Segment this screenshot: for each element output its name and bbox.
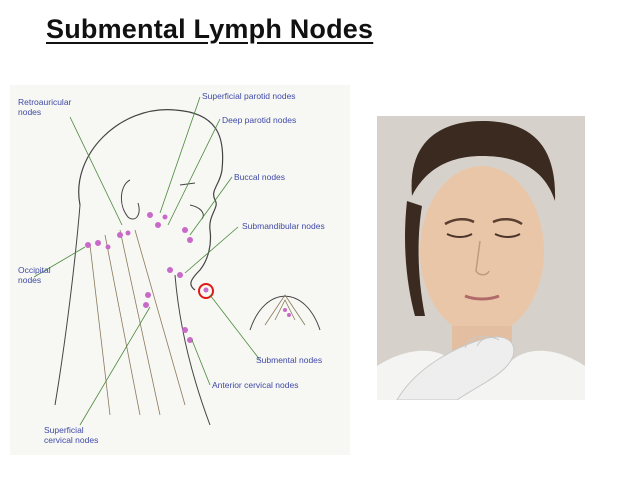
label-submental-nodes: Submental nodes bbox=[256, 355, 323, 365]
patient-photo bbox=[377, 116, 585, 400]
label-superficial-parotid-nodes: Superficial parotid nodes bbox=[202, 91, 296, 101]
label-retroauricular-nodes: Retroauricular nodes bbox=[18, 97, 72, 117]
label-submandibular-nodes: Submandibular nodes bbox=[242, 221, 325, 231]
slide-title: Submental Lymph Nodes bbox=[46, 14, 374, 44]
label-occipital-nodes: Occipital nodes bbox=[18, 265, 51, 285]
head-neck-illustration bbox=[33, 96, 321, 426]
patient-palpation-illustration bbox=[377, 116, 585, 400]
label-buccal-nodes: Buccal nodes bbox=[234, 172, 286, 182]
label-superficial-cervical-nodes: Superficial cervical nodes bbox=[44, 425, 99, 445]
label-deep-parotid-nodes: Deep parotid nodes bbox=[222, 115, 297, 125]
lymph-node-diagram: Retroauricular nodes Superficial parotid… bbox=[10, 85, 350, 455]
label-anterior-cervical-nodes: Anterior cervical nodes bbox=[212, 380, 299, 390]
